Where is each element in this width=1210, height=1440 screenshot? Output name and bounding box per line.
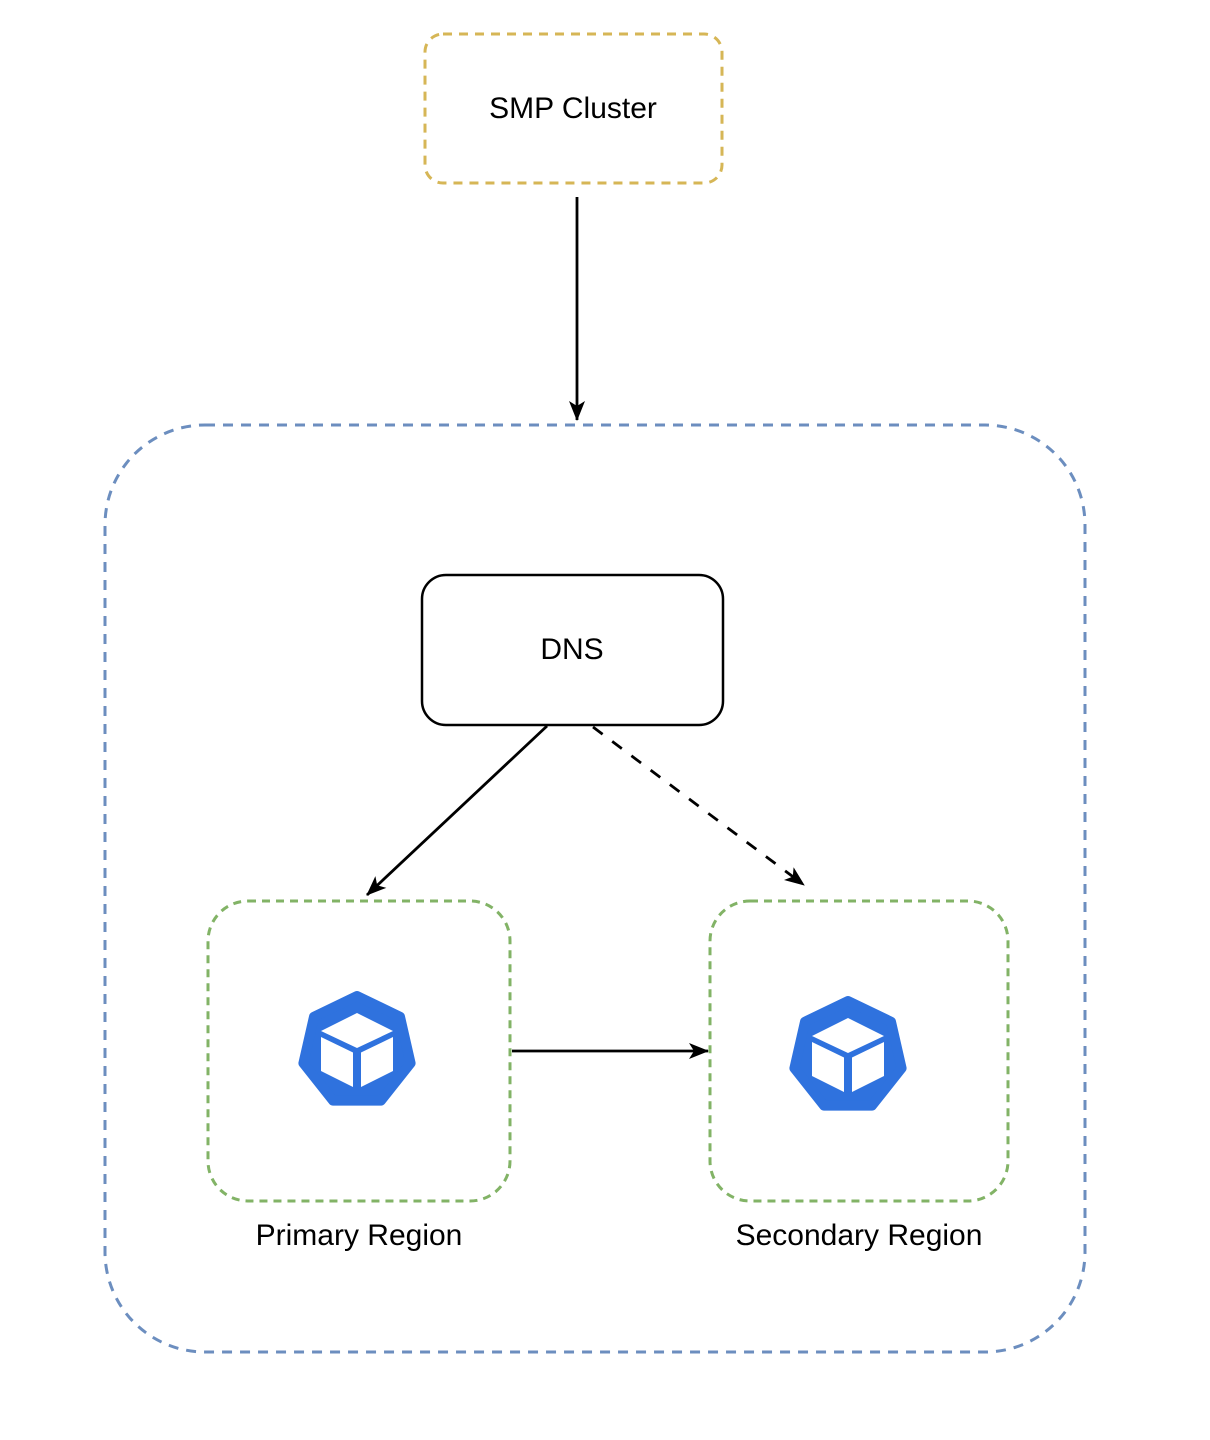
cube-left-face [812,1042,844,1092]
cube-right-face [852,1042,884,1092]
outer-container-box [103,423,1087,1354]
cube-top-face [812,1018,884,1053]
cluster-cube-icon [789,996,907,1111]
cluster-cube-icon [298,991,416,1106]
primary-region-box [206,899,512,1203]
secondary-region-label: Secondary Region [735,1219,983,1252]
cube-left-face [321,1037,353,1087]
dns-box [420,573,725,727]
arrow-dns-to-secondary [592,725,805,887]
primary-region-label: Primary Region [255,1219,463,1252]
smp-cluster-label: SMP Cluster [489,92,657,125]
dns-label: DNS [540,633,604,666]
cube-right-face [361,1037,393,1087]
cube-top-face [321,1013,393,1048]
secondary-region-box [708,899,1010,1203]
smp-cluster-box [423,32,724,185]
arrow-dns-to-primary [366,724,548,897]
